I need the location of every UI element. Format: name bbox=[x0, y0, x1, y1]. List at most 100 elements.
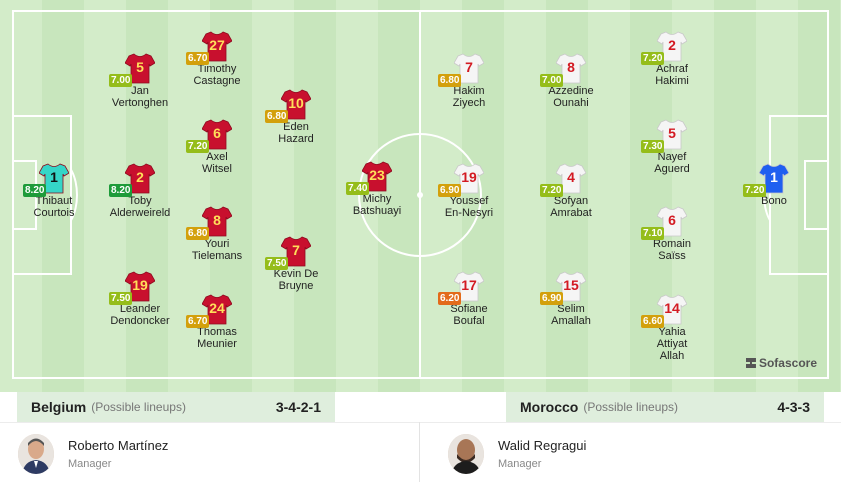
player-rating-badge: 7.20 bbox=[641, 52, 665, 65]
away-manager[interactable]: Walid Regragui Manager bbox=[430, 424, 830, 484]
shirt-number: 6 bbox=[668, 212, 676, 228]
center-circle bbox=[358, 133, 482, 257]
player-rating-badge: 6.80 bbox=[438, 74, 462, 87]
player-rating-badge: 6.80 bbox=[186, 227, 210, 240]
shirt-number: 5 bbox=[136, 59, 144, 75]
away-manager-avatar bbox=[448, 434, 484, 474]
away-team-bar: Morocco (Possible lineups) 4-3-3 bbox=[506, 392, 824, 422]
home-team-name[interactable]: Belgium bbox=[31, 399, 87, 415]
right-goal-box bbox=[804, 160, 829, 230]
player-rating-badge: 7.50 bbox=[265, 257, 289, 270]
shirt-number: 23 bbox=[369, 167, 385, 183]
shirt-number: 8 bbox=[213, 212, 221, 228]
shirt-number: 8 bbox=[567, 59, 575, 75]
sofascore-logo[interactable]: Sofascore bbox=[745, 356, 817, 370]
home-manager-name[interactable]: Roberto Martínez bbox=[68, 438, 169, 453]
away-team-name[interactable]: Morocco bbox=[520, 399, 579, 415]
home-possible-lineups: (Possible lineups) bbox=[91, 400, 186, 414]
home-manager-role: Manager bbox=[68, 458, 112, 470]
shirt-number: 1 bbox=[50, 169, 58, 185]
divider-horizontal bbox=[0, 422, 841, 423]
player-rating-badge: 6.70 bbox=[186, 315, 210, 328]
away-possible-lineups: (Possible lineups) bbox=[583, 400, 679, 414]
home-formation: 3-4-2-1 bbox=[275, 399, 321, 415]
player-rating-badge: 7.50 bbox=[109, 292, 133, 305]
shirt-number: 14 bbox=[664, 300, 680, 316]
player-rating-badge: 7.40 bbox=[346, 182, 370, 195]
shirt-number: 7 bbox=[292, 242, 300, 258]
sofascore-icon bbox=[745, 358, 756, 368]
player-rating-badge: 6.70 bbox=[186, 52, 210, 65]
player-rating-badge: 6.20 bbox=[438, 292, 462, 305]
player-rating-badge: 7.20 bbox=[186, 140, 210, 153]
shirt-number: 10 bbox=[288, 95, 304, 111]
shirt-number: 5 bbox=[668, 125, 676, 141]
player-rating-badge: 6.60 bbox=[641, 315, 665, 328]
away-formation: 4-3-3 bbox=[777, 399, 810, 415]
player-rating-badge: 8.20 bbox=[109, 184, 133, 197]
home-manager[interactable]: Roberto Martínez Manager bbox=[0, 424, 400, 484]
shirt-number: 15 bbox=[563, 277, 579, 293]
away-manager-name[interactable]: Walid Regragui bbox=[498, 438, 587, 453]
player-rating-badge: 8.20 bbox=[23, 184, 47, 197]
sofascore-label: Sofascore bbox=[758, 356, 817, 370]
player-rating-badge: 7.00 bbox=[540, 74, 564, 87]
player-rating-badge: 6.90 bbox=[540, 292, 564, 305]
shirt-number: 17 bbox=[461, 277, 477, 293]
